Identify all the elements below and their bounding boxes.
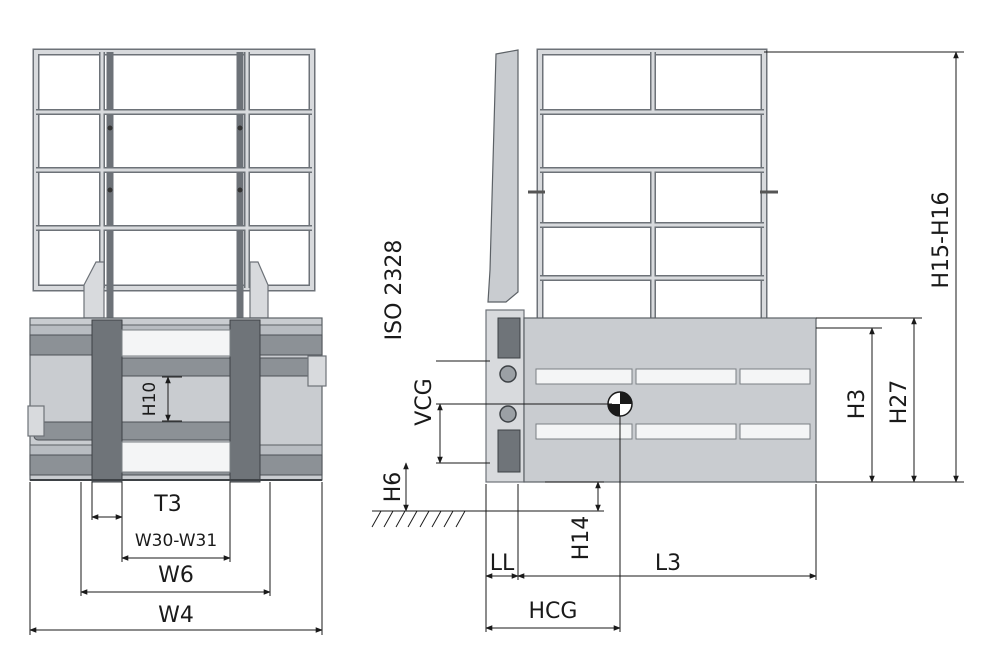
- label-h6: H6: [381, 472, 406, 503]
- side-upper-hook: [497, 317, 521, 359]
- label-h15-h16: H15-H16: [929, 191, 954, 288]
- front-left-upright: [91, 319, 123, 483]
- front-left-bracket: [83, 261, 105, 319]
- label-w4: W4: [158, 603, 194, 628]
- side-lower-hook: [497, 429, 521, 473]
- side-load-backrest: [528, 48, 778, 332]
- side-view: [485, 48, 817, 483]
- front-load-backrest: [32, 48, 316, 320]
- front-right-bracket: [249, 261, 269, 319]
- label-w6: W6: [158, 563, 194, 588]
- label-h27: H27: [887, 380, 912, 425]
- label-h10: H10: [140, 382, 160, 416]
- side-mast-plate: [487, 49, 519, 303]
- side-clamp-arm: [523, 317, 817, 483]
- side-dimensions: [403, 51, 964, 632]
- front-left-cyl-end: [27, 405, 45, 437]
- label-l3: L3: [655, 551, 681, 576]
- label-h14: H14: [569, 516, 594, 561]
- label-vcg: VCG: [412, 378, 437, 425]
- label-ll: LL: [490, 551, 515, 576]
- front-upper-cylinder: [99, 357, 316, 377]
- label-w30-w31: W30-W31: [135, 531, 217, 551]
- label-t3: T3: [153, 492, 181, 517]
- label-hcg: HCG: [529, 599, 578, 624]
- label-iso-2328: ISO 2328: [382, 240, 407, 341]
- front-upper-slot: [121, 329, 231, 357]
- label-h3: H3: [845, 389, 870, 420]
- front-right-cyl-end: [307, 355, 327, 387]
- front-right-upright: [229, 319, 261, 483]
- ground-hatching: [371, 510, 470, 528]
- front-view: [27, 48, 327, 483]
- front-lower-cylinder: [33, 421, 255, 441]
- front-dimensions: [29, 376, 323, 635]
- front-lower-slot: [121, 441, 231, 473]
